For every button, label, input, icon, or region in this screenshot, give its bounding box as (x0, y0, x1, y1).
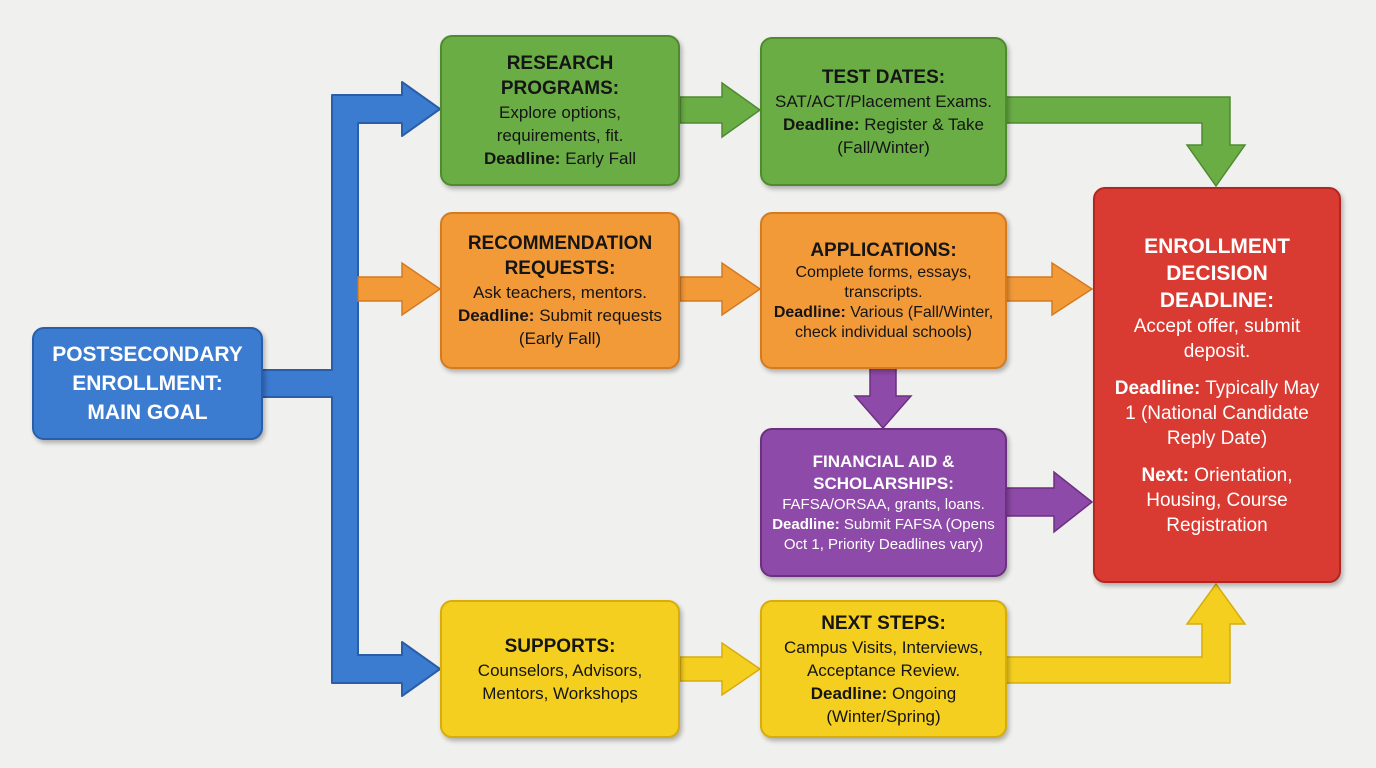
applications-deadline: Deadline: Various (Fall/Winter, check in… (773, 304, 994, 341)
research-programs-title: RESEARCH PROGRAMS: (500, 53, 620, 99)
applications-title: APPLICATIONS: (810, 240, 957, 261)
research-programs-box: RESEARCH PROGRAMS: Explore options, requ… (440, 35, 680, 186)
arrow-test-to-decision (1005, 96, 1247, 188)
next-steps-box: NEXT STEPS: Campus Visits, Interviews, A… (760, 600, 1007, 738)
arrow-recommendation-to-applications (679, 261, 762, 317)
enrollment-decision-deadline: Deadline: Typically May 1 (National Cand… (1114, 377, 1320, 449)
test-dates-title: TEST DATES: (821, 66, 946, 88)
next-steps-description: Campus Visits, Interviews, Acceptance Re… (783, 637, 984, 680)
enrollment-decision-box: ENROLLMENT DECISION DEADLINE: Accept off… (1093, 187, 1341, 583)
test-dates-deadline: Deadline: Register & Take (Fall/Winter) (783, 114, 984, 157)
main-goal-box: POSTSECONDARY ENROLLMENT: MAIN GOAL (32, 327, 263, 440)
recommendation-requests-box: RECOMMENDATION REQUESTS: Ask teachers, m… (440, 212, 680, 369)
research-programs-description: Explore options, requirements, fit. (496, 103, 624, 145)
arrow-applications-to-decision (1005, 261, 1094, 317)
supports-title: SUPPORTS: (504, 635, 616, 657)
supports-description: Counselors, Advisors, Mentors, Workshops (477, 660, 643, 703)
research-programs-deadline: Deadline: Early Fall (483, 149, 637, 168)
financial-aid-description: FAFSA/ORSAA, grants, loans. (782, 495, 985, 513)
enrollment-decision-description: Accept offer, submit deposit. (1133, 315, 1301, 362)
blue-trunk-arrow (261, 81, 441, 697)
main-goal-title: POSTSECONDARY ENROLLMENT: MAIN GOAL (52, 343, 243, 424)
next-steps-deadline: Deadline: Ongoing (Winter/Spring) (810, 683, 957, 726)
enrollment-decision-next: Next: Orientation, Housing, Course Regis… (1141, 464, 1293, 536)
financial-aid-box: FINANCIAL AID & SCHOLARSHIPS: FAFSA/ORSA… (760, 428, 1007, 577)
applications-description: Complete forms, essays, transcripts. (795, 264, 972, 301)
test-dates-description: SAT/ACT/Placement Exams. (775, 91, 992, 111)
next-steps-title: NEXT STEPS: (821, 612, 946, 634)
recommendation-requests-deadline: Deadline: Submit requests (Early Fall) (457, 306, 663, 348)
test-dates-box: TEST DATES: SAT/ACT/Placement Exams. Dea… (760, 37, 1007, 186)
supports-box: SUPPORTS: Counselors, Advisors, Mentors,… (440, 600, 680, 738)
arrow-supports-to-next-steps (679, 641, 762, 697)
enrollment-decision-title: ENROLLMENT DECISION DEADLINE: (1144, 234, 1290, 312)
arrow-to-recommendation (357, 261, 442, 317)
financial-aid-deadline: Deadline: Submit FAFSA (Opens Oct 1, Pri… (772, 515, 995, 553)
recommendation-requests-title: RECOMMENDATION REQUESTS: (467, 233, 653, 279)
arrow-next-steps-to-decision (1005, 582, 1247, 684)
applications-box: APPLICATIONS: Complete forms, essays, tr… (760, 212, 1007, 369)
arrow-applications-to-financial-aid (853, 367, 913, 430)
arrow-research-to-test (679, 81, 762, 139)
recommendation-requests-description: Ask teachers, mentors. (473, 283, 647, 302)
arrow-financial-aid-to-decision (1005, 470, 1094, 534)
financial-aid-title: FINANCIAL AID & SCHOLARSHIPS: (812, 451, 955, 493)
